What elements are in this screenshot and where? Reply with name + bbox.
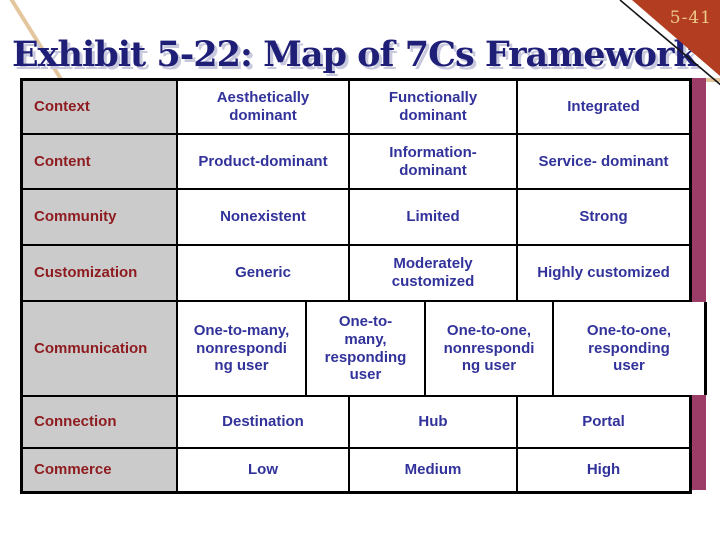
table-cell: High <box>518 449 689 491</box>
table-cell: One-to-one, responding user <box>554 302 704 395</box>
table-cell: Highly customized <box>518 246 689 300</box>
slide-number: 5-41 <box>669 8 712 28</box>
row-header-cell: Context <box>23 81 176 133</box>
table-cell: Hub <box>350 397 516 447</box>
table-cell: Aesthetically dominant <box>178 81 348 133</box>
slide-title: Exhibit 5-22: Map of 7Cs Framework <box>12 34 698 75</box>
table-cell: Information- dominant <box>350 135 516 188</box>
corner-decoration: 5-41 <box>612 0 720 90</box>
table-cell: Generic <box>178 246 348 300</box>
table-cell: Service- dominant <box>518 135 689 188</box>
table-cell: Integrated <box>518 81 689 133</box>
table-cell: Product-dominant <box>178 135 348 188</box>
table-cell: Portal <box>518 397 689 447</box>
row-header-cell: Community <box>23 190 176 244</box>
row-header-cell: Customization <box>23 246 176 300</box>
table-cell: Limited <box>350 190 516 244</box>
table-cell: Medium <box>350 449 516 491</box>
table-cell: Nonexistent <box>178 190 348 244</box>
row-header-cell: Commerce <box>23 449 176 491</box>
table-cell: One-to-many, nonrespondi ng user <box>178 302 305 395</box>
table-accent-bar <box>690 78 706 490</box>
table-cell: Moderately customized <box>350 246 516 300</box>
table-cell: One-to- many, responding user <box>307 302 424 395</box>
row-header-cell: Communication <box>23 302 176 395</box>
table-cell: Destination <box>178 397 348 447</box>
table-cell: One-to-one, nonrespondi ng user <box>426 302 552 395</box>
table-cell: Strong <box>518 190 689 244</box>
table-cell: Low <box>178 449 348 491</box>
row-header-cell: Connection <box>23 397 176 447</box>
corner-triangle <box>619 0 720 86</box>
table-cell: Functionally dominant <box>350 81 516 133</box>
row-header-cell: Content <box>23 135 176 188</box>
